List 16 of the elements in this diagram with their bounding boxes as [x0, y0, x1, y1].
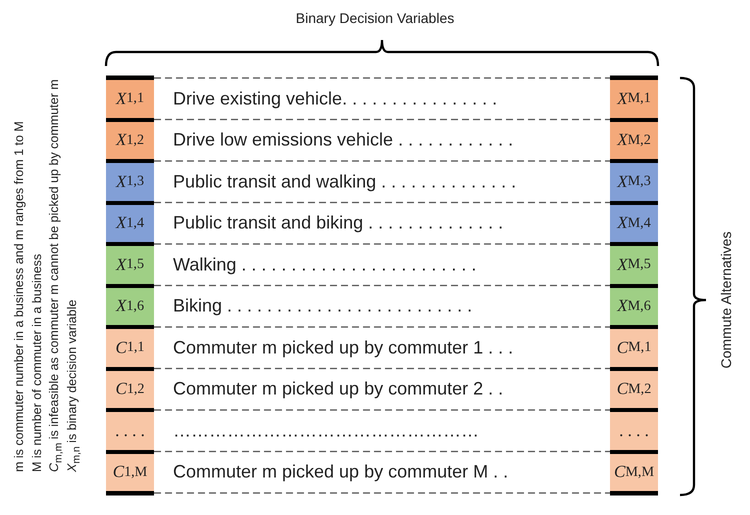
alternative-text: Walking . . . . . . . . . . . . . . . . . . . . . . . .	[173, 254, 476, 276]
alternative-text: ……………………………………………	[173, 420, 479, 442]
note-text: m is commuter number in a business and m ranges from 1 to M	[12, 121, 26, 472]
alternative-text: Public transit and walking . . . . . . . . . . . . . .	[173, 171, 516, 192]
alternative-text: Drive existing vehicle. . . . . . . . . . . . . . . .	[173, 88, 498, 110]
alternative-text: Drive low emissions vehicle . . . . . . . . . . . .	[173, 130, 514, 151]
variable-cell: . . . .	[610, 412, 658, 450]
alternative-text: Biking . . . . . . . . . . . . . . . . . . . . . . . . .	[173, 296, 472, 317]
alternative-text: Public transit and biking . . . . . . . . . . . . . .	[173, 212, 504, 234]
alternative-text: Commuter m picked up by commuter 2 . .	[173, 378, 504, 400]
alternative-text: Commuter m picked up by commuter 1 . . .	[173, 337, 514, 358]
alternative-text: Commuter m picked up by commuter M . .	[173, 462, 508, 483]
note-text: M is number of commuter in a business	[30, 254, 44, 472]
axis-title: Commute Alternatives	[718, 232, 734, 368]
variable-cell: . . . .	[106, 412, 154, 450]
axis-title: Binary Decision Variables	[296, 10, 454, 26]
